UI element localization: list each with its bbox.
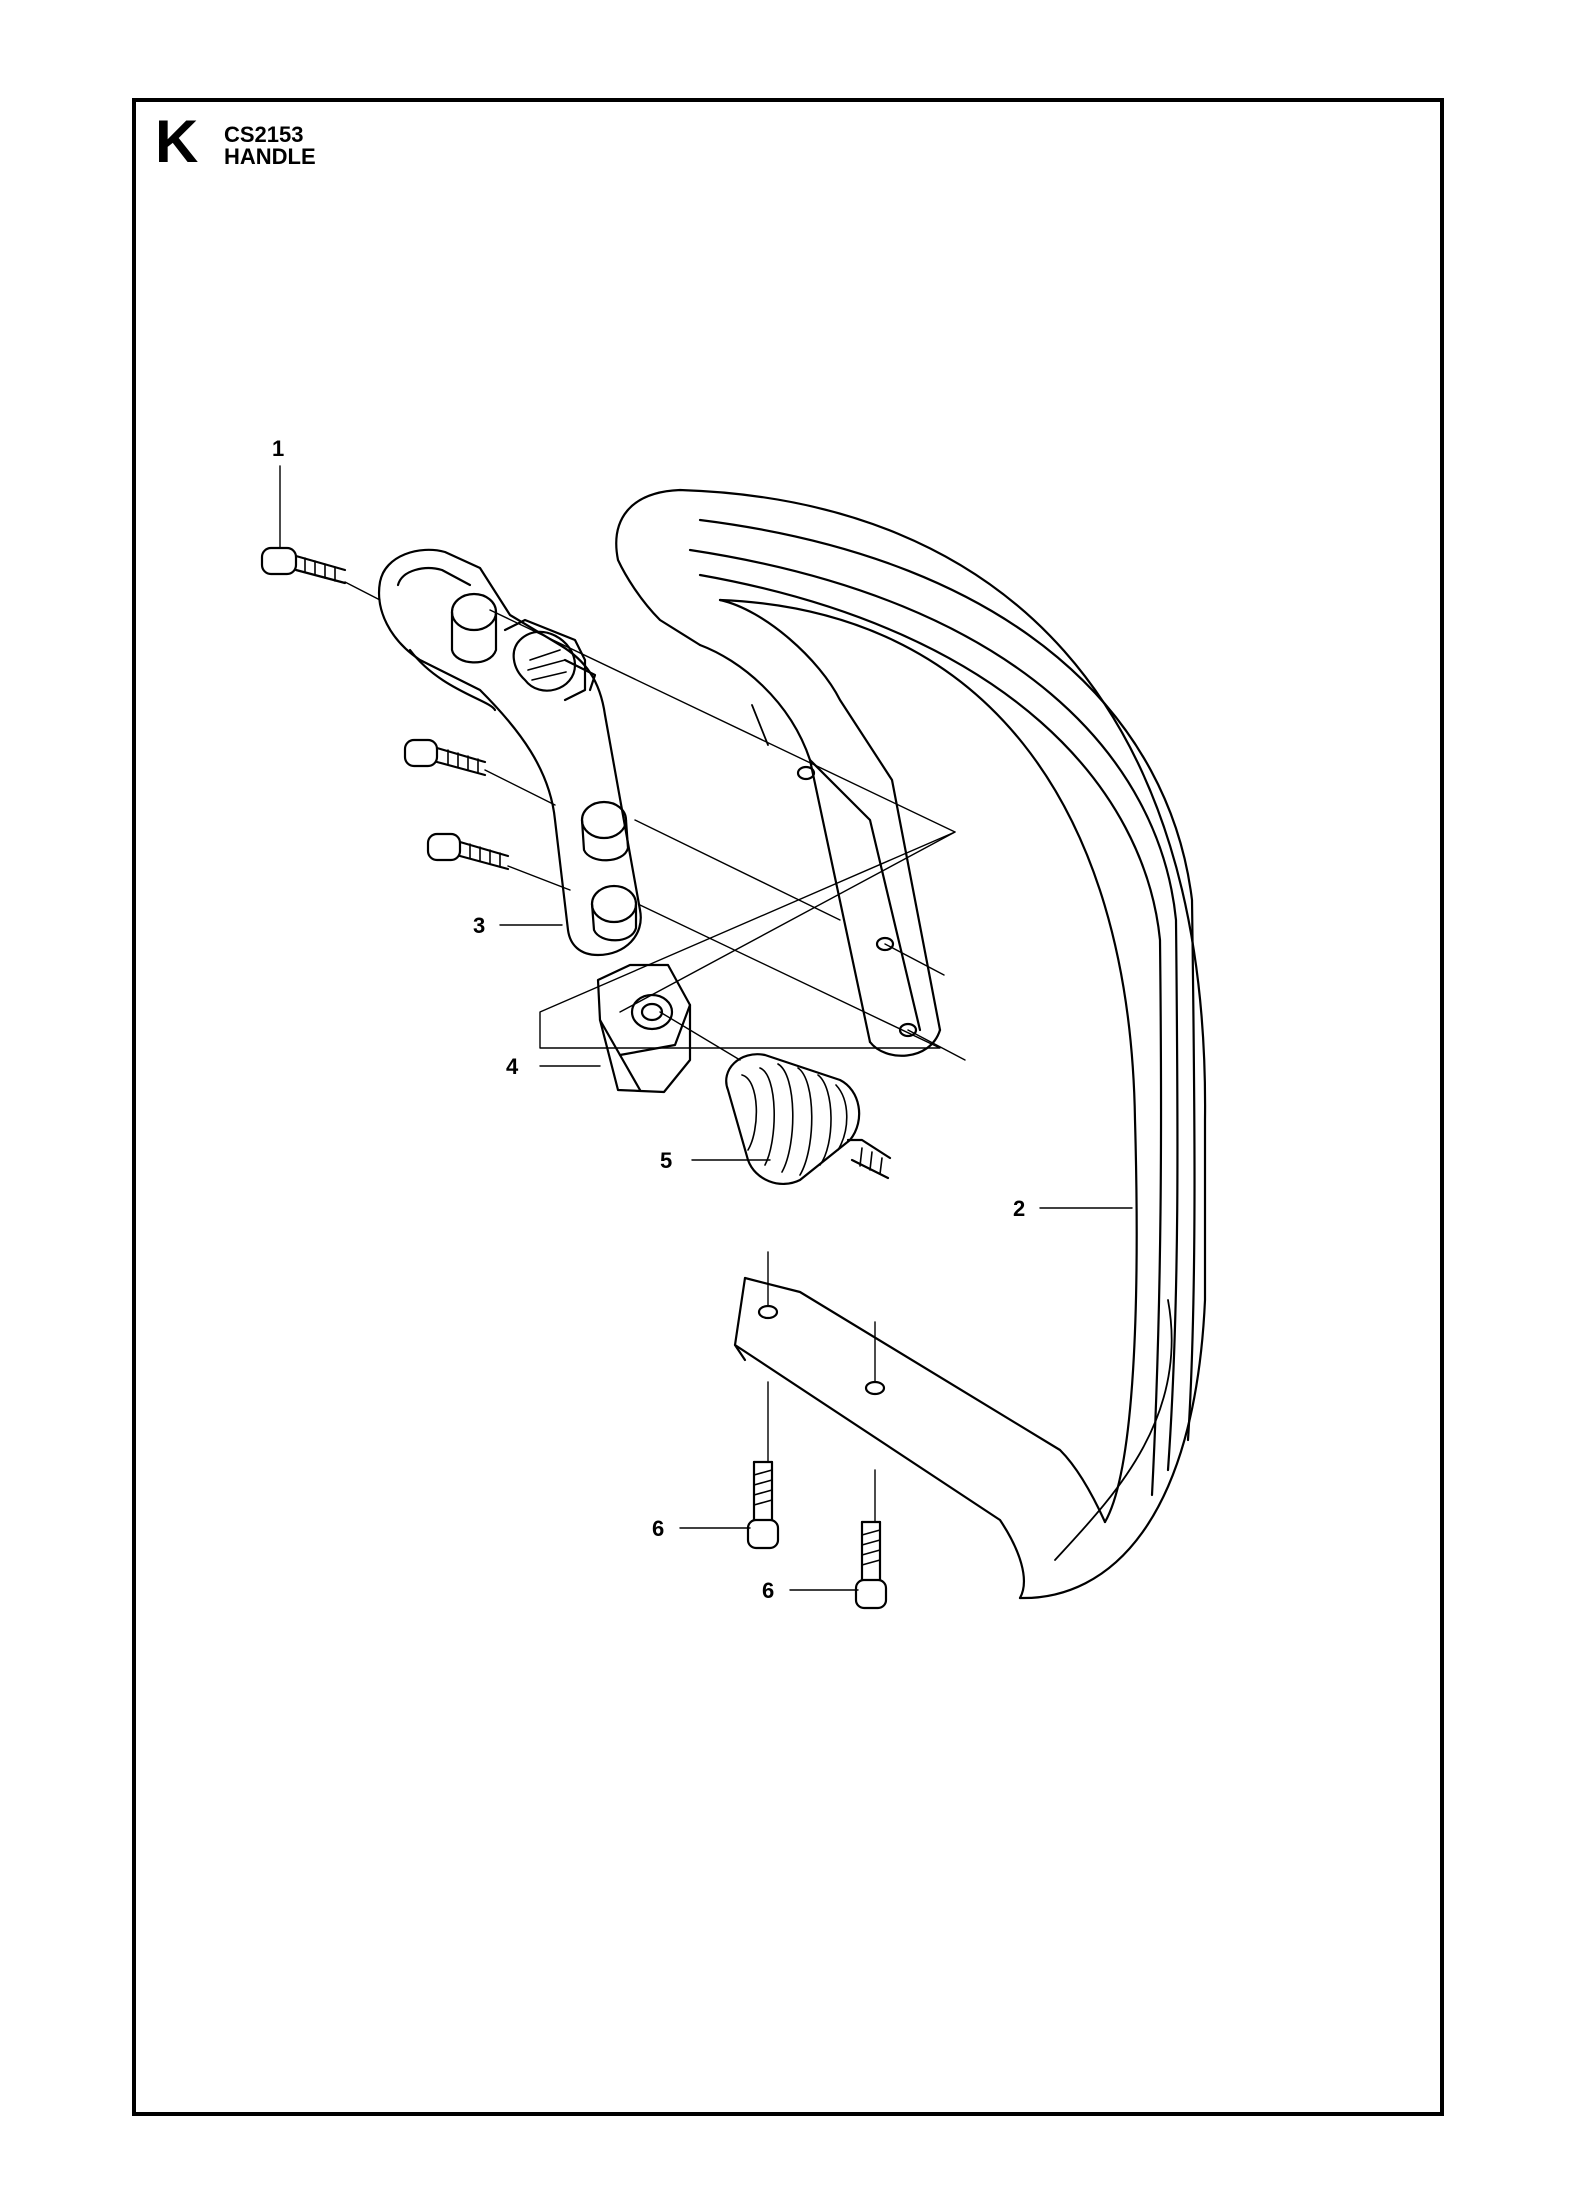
- front-handle-part: [615, 488, 1207, 1600]
- diagram-frame: [132, 98, 1444, 2116]
- vibration-damper-spring-part: [725, 1053, 892, 1185]
- handle-bracket-part: [377, 548, 642, 957]
- callout-3: 3: [473, 913, 485, 938]
- section-letter: K: [155, 108, 199, 175]
- screw-bracket-lower: [426, 832, 510, 871]
- callout-5: 5: [660, 1148, 672, 1173]
- model-code: CS2153: [224, 122, 304, 147]
- assembly-lines: [344, 581, 966, 1523]
- screw-part-6-left: [746, 1460, 780, 1550]
- callout-1: 1: [272, 436, 284, 461]
- callout-4: 4: [506, 1054, 519, 1079]
- callout-2: 2: [1013, 1196, 1025, 1221]
- section-title: HANDLE: [224, 144, 316, 169]
- callouts: 1 2 3 4 5 6 6: [272, 436, 1025, 1603]
- vibration-damper-holder-part: [596, 963, 692, 1094]
- screw-bracket-upper: [403, 738, 487, 777]
- screw-part-1: [260, 546, 347, 585]
- screw-part-6-right: [854, 1520, 888, 1610]
- callout-leaders: [279, 465, 1133, 1591]
- callout-6-left: 6: [652, 1516, 664, 1541]
- callout-6-right: 6: [762, 1578, 774, 1603]
